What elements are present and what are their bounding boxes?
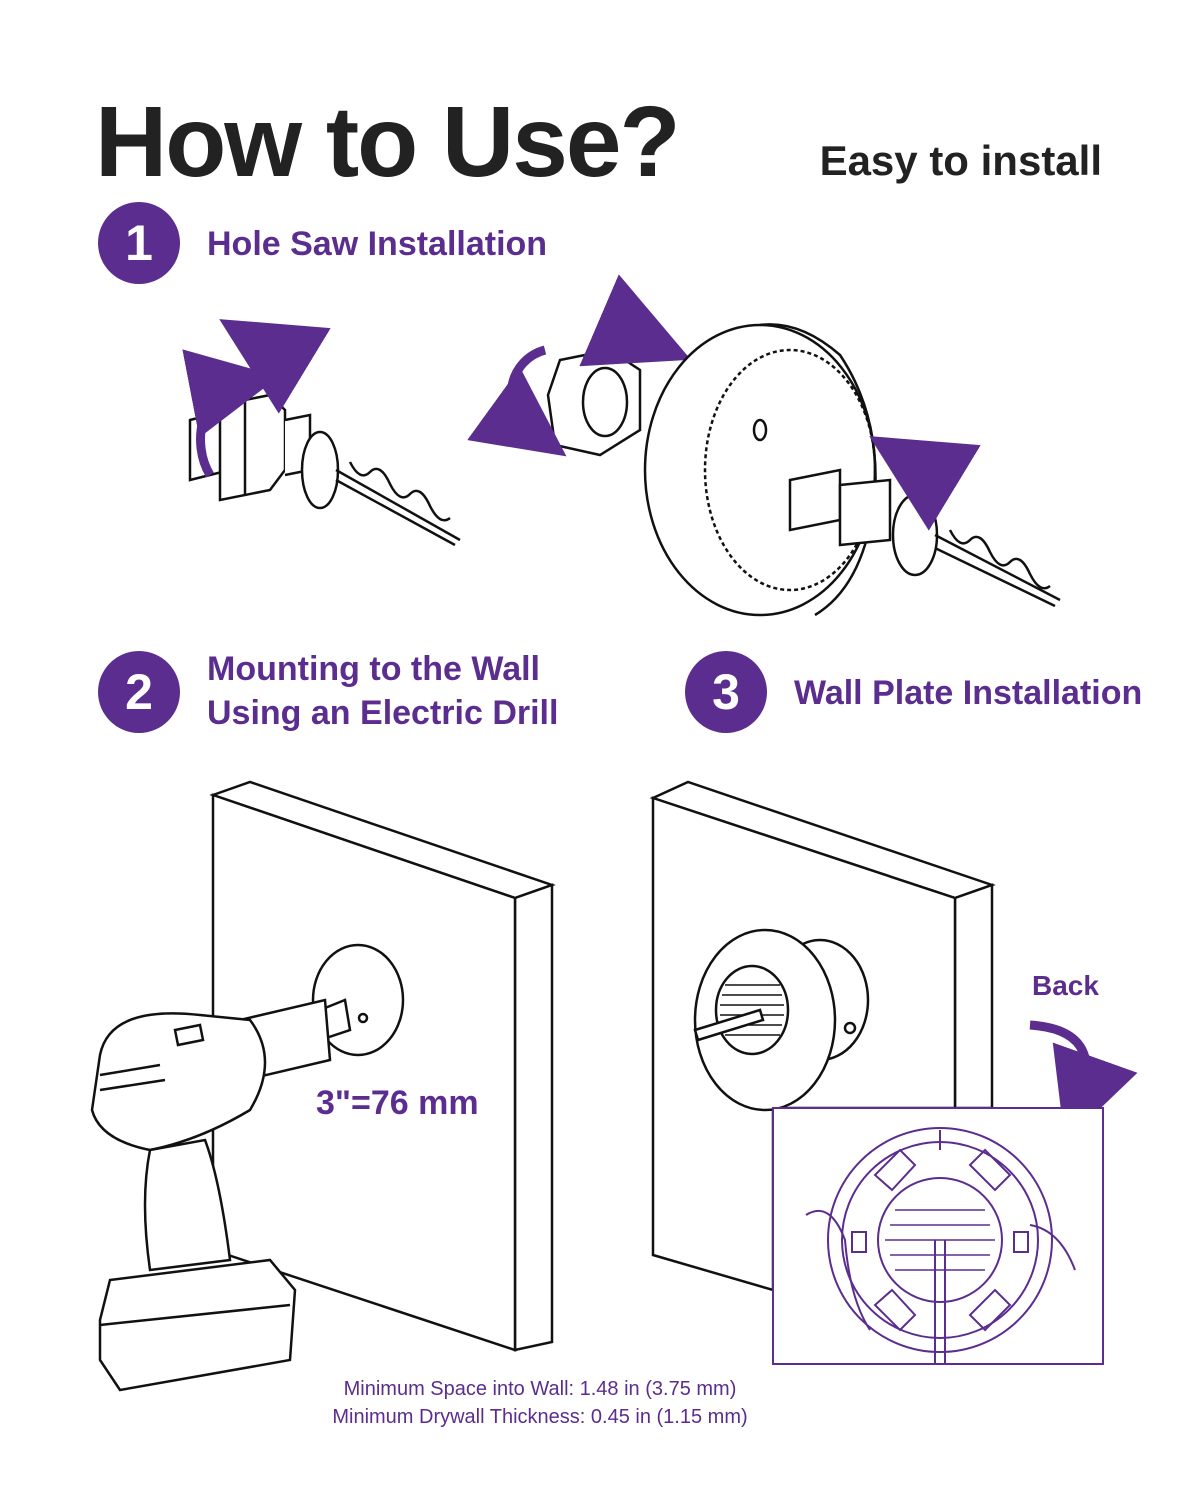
page-title: How to Use? [95,86,681,198]
note-min-thickness: Minimum Drywall Thickness: 0.45 in (1.15… [332,1406,748,1428]
step-2-badge: 2 [98,651,180,733]
step-3-title-line: Wall Plate Installation [794,674,1143,712]
note-min-space: Minimum Space into Wall: 1.48 in (3.75 m… [343,1378,737,1400]
step-2-title-line-2: Using an Electric Drill [207,694,559,733]
hole-size-label: 3"=76 mm [316,1084,479,1122]
step-2-title: Mounting to the Wall Using an Electric D… [207,647,558,735]
page-subtitle: Easy to install [819,137,1102,184]
direction-arrow-arbor [869,436,981,531]
wall-plate-back [805,1127,1076,1364]
electric-drill [90,998,352,1392]
step-1-title: Hole Saw Installation [207,222,547,266]
direction-arrow-nut [579,274,691,367]
hex-nut [546,348,642,457]
step-3-badge: 3 [685,651,767,733]
rotate-arrow-nut [467,345,567,457]
back-arrow [1029,1020,1138,1143]
installation-notes: Minimum Space into Wall: 1.48 in (3.75 m… [0,1375,1080,1431]
step-2-title-line-1: Mounting to the Wall [207,650,540,688]
direction-arrow-left [219,319,331,414]
step-1-badge: 1 [98,202,180,284]
step-3-title: Wall Plate Installation [794,671,1142,715]
arbor-assembly-left [188,393,461,547]
back-label: Back [1032,970,1099,1001]
step-1-title-line: Hole Saw Installation [207,225,548,263]
wall-plate-front [693,928,870,1112]
